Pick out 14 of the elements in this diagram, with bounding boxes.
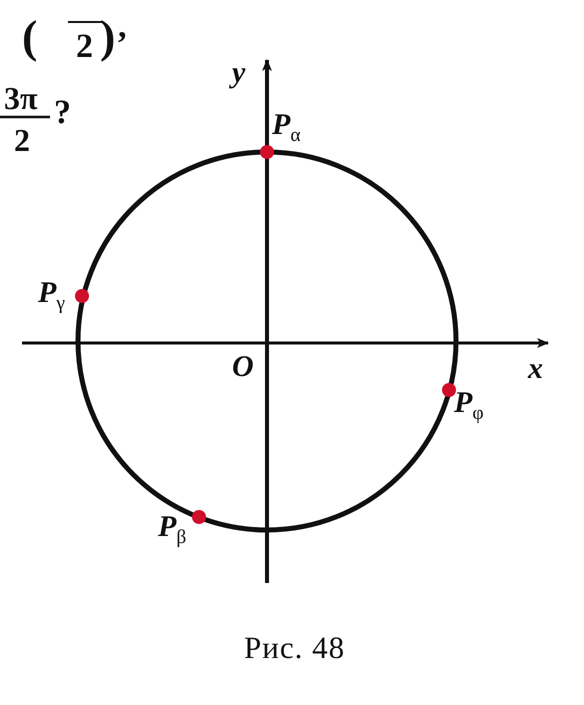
digit: 2: [76, 30, 93, 64]
comma: ,: [118, 10, 126, 44]
point-label: P$_{α}$: [272, 110, 301, 146]
point-label: P$_{β}$: [158, 512, 186, 548]
point-label: P$_{γ}$: [38, 278, 65, 314]
fraction-denominator: 2: [14, 124, 30, 156]
question-mark: ?: [54, 96, 71, 130]
axis-label: x: [528, 354, 543, 384]
figure-caption: Рис. 48: [244, 632, 346, 663]
parenthesis: ): [100, 14, 116, 60]
point-label: P$_{φ}$: [454, 388, 484, 424]
fraction-numerator: 3π: [4, 82, 38, 114]
parenthesis: (: [22, 14, 38, 60]
origin-label: O: [232, 352, 254, 382]
